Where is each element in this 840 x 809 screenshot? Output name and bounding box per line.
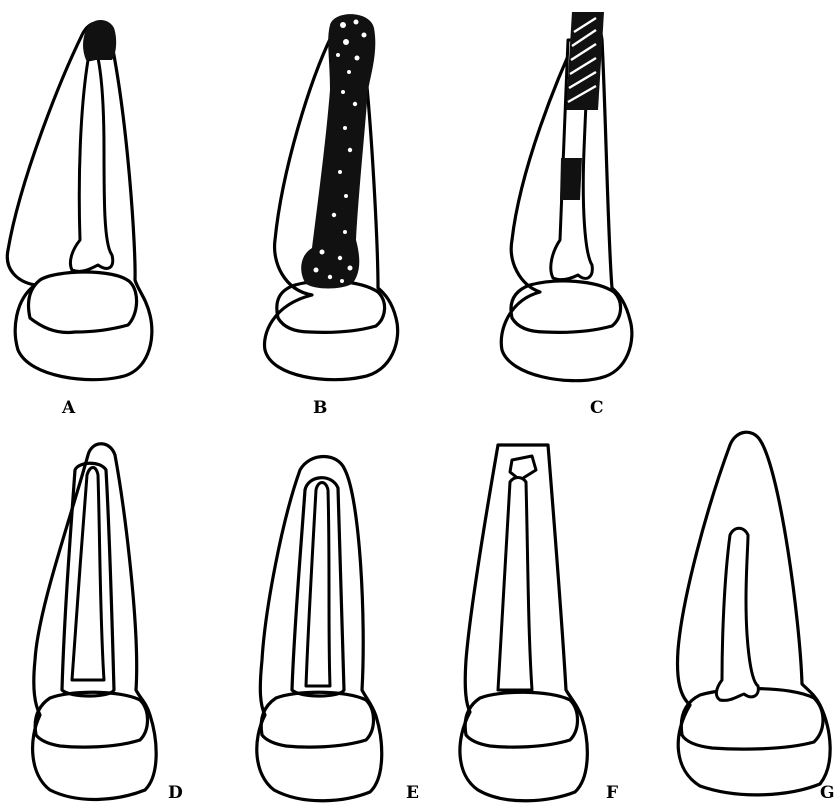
panel-f-root-contour xyxy=(465,692,577,747)
panel-d: D xyxy=(33,444,183,803)
panel-g-crown-outline xyxy=(678,432,831,795)
panel-c-dark-band xyxy=(560,158,582,200)
panel-g: G xyxy=(678,432,835,803)
panel-a-root-contour xyxy=(28,272,136,332)
panel-a-label: A xyxy=(61,398,76,418)
panel-f: F xyxy=(460,445,618,803)
panel-e-canal xyxy=(306,483,330,687)
panel-a: A xyxy=(7,20,152,418)
panel-b-label: B xyxy=(313,398,327,418)
panel-a-canal xyxy=(70,58,112,271)
panel-e-label: E xyxy=(406,783,419,803)
panel-f-label: F xyxy=(606,783,618,803)
panel-c-root-contour xyxy=(511,281,621,332)
panel-f-canal xyxy=(498,478,532,691)
panel-d-label: D xyxy=(168,783,183,803)
panel-c-label: C xyxy=(590,398,604,418)
panel-f-apical-box xyxy=(510,456,536,480)
panel-g-label: G xyxy=(820,783,835,803)
panel-b: B xyxy=(265,14,398,418)
panel-e-root-contour xyxy=(261,692,373,747)
panel-d-canal xyxy=(72,468,104,681)
panel-g-canal xyxy=(716,528,758,700)
panel-c: C xyxy=(501,12,632,418)
panel-c-hatched-filling xyxy=(566,12,604,110)
panel-d-root-contour xyxy=(35,692,147,747)
panel-e: E xyxy=(257,457,419,804)
